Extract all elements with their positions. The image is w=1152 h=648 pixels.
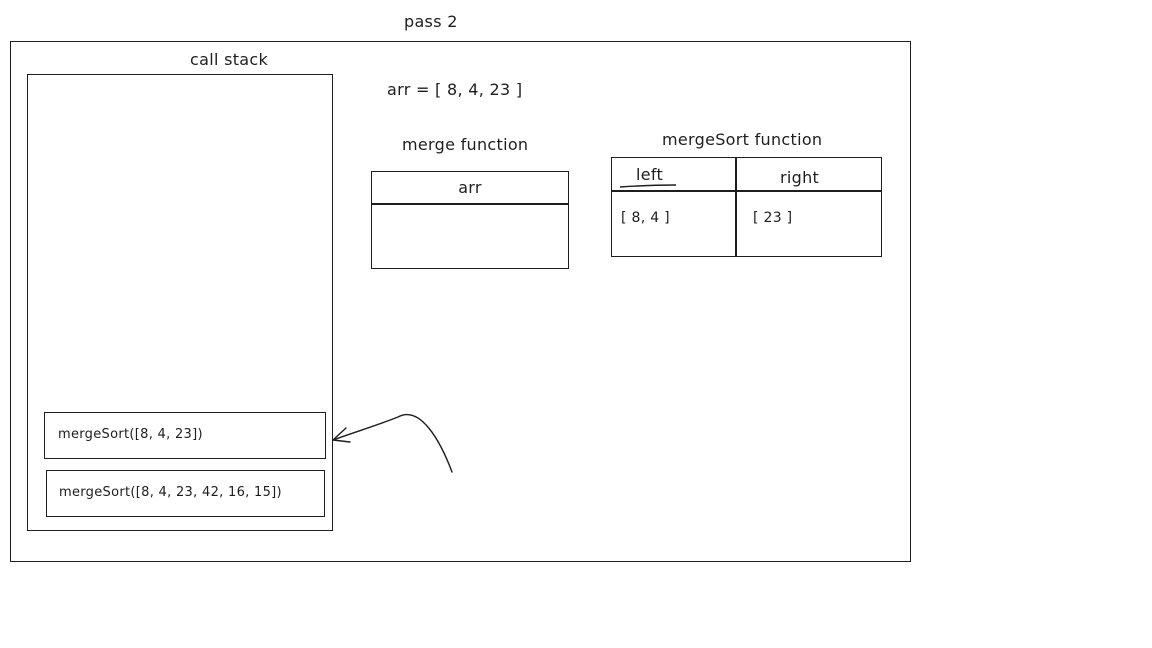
mergesort-header-left: left — [636, 165, 664, 184]
outer-frame — [10, 41, 911, 562]
merge-table-header-divider — [372, 203, 568, 205]
merge-function-title: merge function — [402, 135, 529, 154]
mergesort-function-table: left right [ 8, 4 ] [ 23 ] — [611, 157, 882, 257]
merge-table-header: arr — [458, 178, 482, 197]
mergesort-value-right: [ 23 ] — [753, 210, 793, 226]
mergesort-function-title: mergeSort function — [662, 130, 823, 149]
page-title: pass 2 — [404, 12, 458, 31]
mergesort-value-left: [ 8, 4 ] — [621, 210, 670, 226]
mergesort-table-column-divider — [735, 158, 737, 256]
stack-frame-top: mergeSort([8, 4, 23]) — [44, 412, 326, 459]
merge-function-table: arr — [371, 171, 569, 269]
mergesort-table-header-divider — [612, 190, 881, 192]
arr-label: arr = [ 8, 4, 23 ] — [387, 80, 523, 99]
stack-frame-bottom-label: mergeSort([8, 4, 23, 42, 16, 15]) — [59, 485, 282, 500]
stack-frame-bottom: mergeSort([8, 4, 23, 42, 16, 15]) — [46, 470, 325, 517]
mergesort-header-right: right — [780, 168, 820, 187]
call-stack-container — [27, 74, 333, 531]
stack-frame-top-label: mergeSort([8, 4, 23]) — [58, 427, 203, 442]
call-stack-label: call stack — [190, 50, 269, 69]
